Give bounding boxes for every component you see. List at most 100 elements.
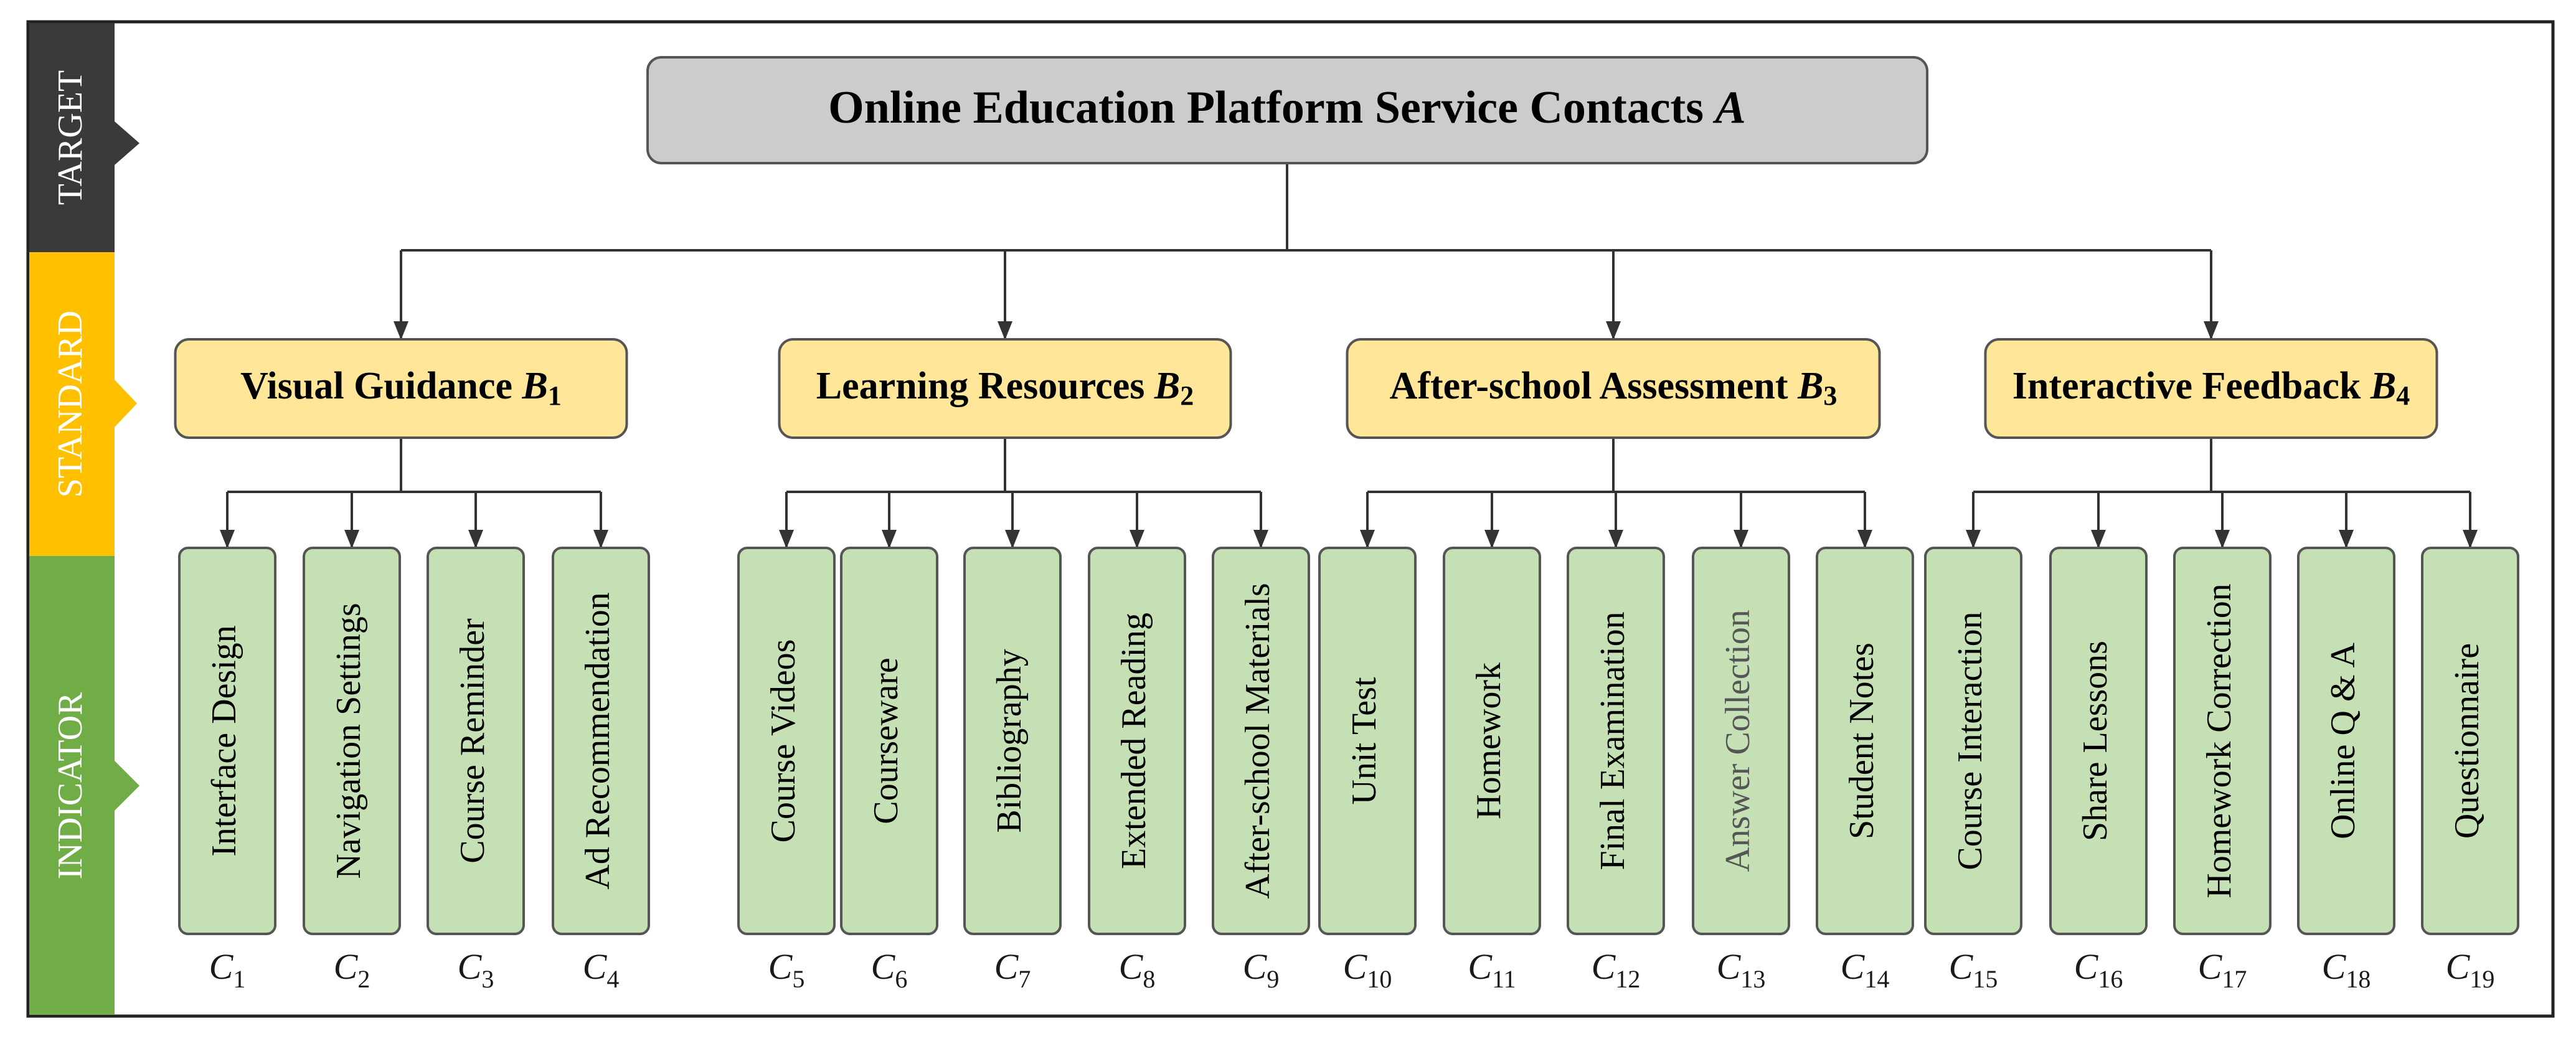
indicator-code: C11 [1468, 946, 1516, 993]
indicator-code: C2 [334, 946, 370, 993]
root-node: Online Education Platform Service Contac… [646, 56, 1928, 164]
indicator-box [178, 547, 276, 935]
criterion-node: After-school Assessment B3 [1346, 338, 1881, 439]
indicator-label: Homework Correction [2200, 583, 2239, 898]
criterion-box [174, 338, 628, 439]
root-label-text: Online Education Platform Service Contac… [828, 82, 1715, 133]
criterion-symbol: B [1154, 365, 1180, 407]
indicator-label: Course Interaction [1951, 611, 1989, 870]
indicator-box [1318, 547, 1417, 935]
indicator-code: C7 [994, 946, 1031, 993]
indicator-code: C3 [458, 946, 494, 993]
indicator-code-letter: C [1468, 946, 1493, 987]
indicator-code: C1 [209, 946, 246, 993]
band-indicator [29, 556, 115, 1015]
indicator-label: Course Reminder [453, 618, 492, 864]
indicator-label: Share Lessons [2076, 641, 2115, 841]
band-target-tab [115, 121, 139, 165]
indicator-code: C14 [1841, 946, 1890, 993]
criterion-subscript: 4 [2396, 380, 2410, 411]
indicator-code-subscript: 17 [2222, 965, 2247, 993]
criterion-symbol: B [1797, 365, 1823, 407]
indicator-code-subscript: 13 [1740, 965, 1765, 993]
indicator-box [737, 547, 836, 935]
indicator-box [963, 547, 1062, 935]
criterion-symbol: B [2370, 365, 2396, 407]
indicator-label: Bibliography [990, 649, 1029, 833]
indicator-code-letter: C [2074, 946, 2099, 987]
indicator-code-subscript: 16 [2098, 965, 2123, 993]
indicator-box [303, 547, 401, 935]
indicator-code-subscript: 15 [1973, 965, 1998, 993]
criterion-node: Interactive Feedback B4 [1984, 338, 2438, 439]
indicator-label: Ad Recommendation [578, 592, 617, 889]
criterion-label: Learning Resources B2 [816, 365, 1194, 411]
criterion-symbol: B [522, 365, 548, 407]
band-target-label: TARGET [51, 70, 90, 205]
indicator-code-letter: C [1343, 946, 1368, 987]
criterion-node: Learning Resources B2 [778, 338, 1232, 439]
indicator-box [552, 547, 650, 935]
criterion-label: Interactive Feedback B4 [2012, 365, 2410, 411]
band-standard-tab [115, 380, 137, 427]
indicator-code-letter: C [871, 946, 896, 987]
band-standard-label: STANDARD [51, 311, 90, 497]
indicator-label: Final Examination [1593, 611, 1632, 870]
indicator-code-subscript: 12 [1615, 965, 1640, 993]
indicator-code-letter: C [1243, 946, 1268, 987]
indicator-box [2421, 547, 2519, 935]
indicator-label: Navigation Settings [329, 603, 368, 878]
indicator-code-subscript: 11 [1492, 965, 1516, 993]
indicator-box [1567, 547, 1665, 935]
indicator-code-letter: C [2446, 946, 2471, 987]
indicator-code-subscript: 8 [1143, 965, 1155, 993]
criterion-subscript: 2 [1180, 380, 1194, 411]
indicator-box [1212, 547, 1310, 935]
indicator-label: Online Q & A [2324, 643, 2362, 839]
indicator-code: C12 [1592, 946, 1641, 993]
indicator-code-subscript: 3 [481, 965, 494, 993]
indicator-code-letter: C [994, 946, 1019, 987]
connectors [220, 163, 2478, 549]
criterion-subscript: 1 [548, 380, 562, 411]
indicator-code-letter: C [2198, 946, 2223, 987]
criterion-subscript: 3 [1823, 380, 1837, 411]
indicator-box [840, 547, 938, 935]
indicator-code: C16 [2074, 946, 2123, 993]
indicator-box [1924, 547, 2022, 935]
indicator-box [1443, 547, 1541, 935]
indicator-code-letter: C [1949, 946, 1974, 987]
indicator-box [1088, 547, 1186, 935]
indicator-code-letter: C [583, 946, 608, 987]
indicator-code-subscript: 7 [1018, 965, 1031, 993]
indicator-box [1816, 547, 1914, 935]
indicator-label: Courseware [867, 657, 905, 824]
indicator-label: Extended Reading [1115, 613, 1153, 869]
indicator-code: C13 [1717, 946, 1766, 993]
indicator-label: Interface Design [205, 625, 243, 857]
indicator-code-subscript: 6 [895, 965, 907, 993]
criterion-box [1984, 338, 2438, 439]
indicator-box [1692, 547, 1790, 935]
indicator-label: Homework [1470, 662, 1508, 819]
level-bands: TARGET STANDARD INDICATOR [29, 23, 139, 1015]
criterion-label-text: Interactive Feedback [2012, 365, 2371, 407]
indicator-code: C8 [1119, 946, 1156, 993]
indicator-code: C10 [1343, 946, 1392, 993]
band-indicator-label: INDICATOR [51, 692, 90, 879]
indicator-code: C4 [583, 946, 620, 993]
criterion-label-text: Visual Guidance [240, 365, 522, 407]
criterion-node: Visual Guidance B1 [174, 338, 628, 439]
indicator-code-letter: C [334, 946, 359, 987]
indicator-code: C15 [1949, 946, 1998, 993]
